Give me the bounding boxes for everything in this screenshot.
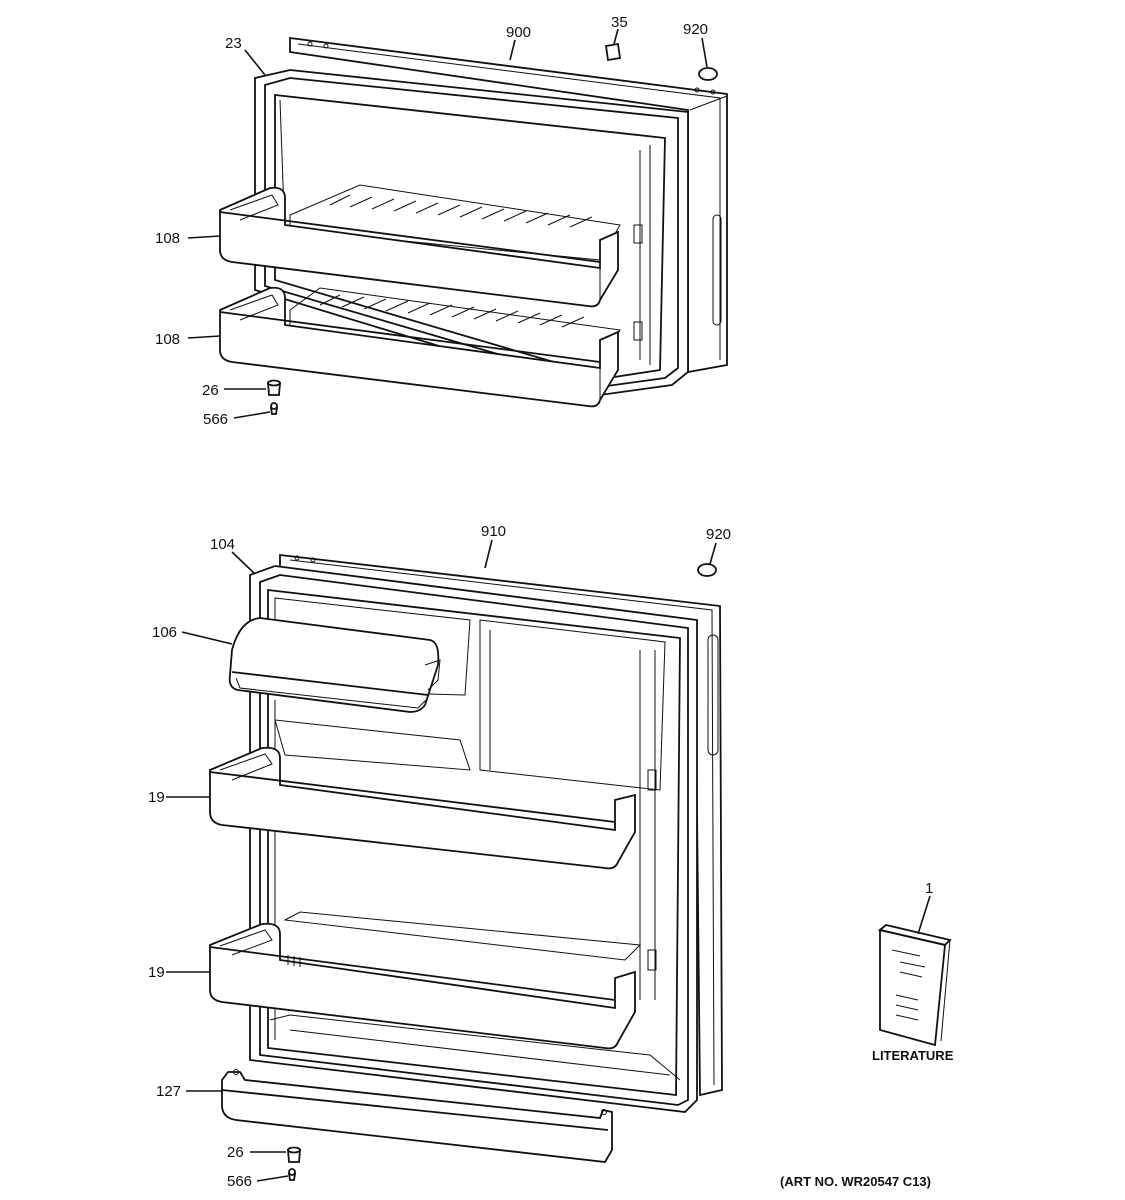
art-number: (ART NO. WR20547 C13): [780, 1174, 931, 1189]
callout-35: 35: [611, 14, 628, 31]
fresh-food-shelf-lower: [209, 922, 636, 1050]
callout-566-freezer: 566: [203, 411, 228, 428]
callout-104: 104: [210, 536, 235, 553]
callout-127: 127: [156, 1083, 181, 1100]
callout-900: 900: [506, 24, 531, 41]
literature-booklet: [878, 924, 952, 1047]
fresh-food-hinge-bushing: [287, 1146, 301, 1163]
freezer-door-assembly: [254, 36, 728, 396]
freezer-shelf-upper: [219, 186, 619, 308]
freezer-screw: [269, 402, 279, 415]
freezer-part-35: [604, 42, 622, 62]
leader-lines: [166, 28, 931, 1182]
callout-26-fresh: 26: [227, 1144, 244, 1161]
fresh-food-plug-button: [697, 563, 717, 577]
callout-106: 106: [152, 624, 177, 641]
callout-26-freezer: 26: [202, 382, 219, 399]
freezer-plug-button: [698, 67, 718, 81]
dairy-door: [228, 617, 441, 713]
callout-23: 23: [225, 35, 242, 52]
callout-19-lower: 19: [148, 964, 165, 981]
callout-108-upper: 108: [155, 230, 180, 247]
callout-1: 1: [925, 880, 933, 897]
fresh-food-shelf-upper: [209, 746, 636, 870]
freezer-hinge-bushing: [267, 379, 281, 396]
callout-108-lower: 108: [155, 331, 180, 348]
literature-label: LITERATURE: [872, 1048, 954, 1063]
callout-920-freezer: 920: [683, 21, 708, 38]
fresh-food-screw: [287, 1168, 297, 1181]
door-bottom-trim: [221, 1069, 613, 1163]
callout-920-fresh: 920: [706, 526, 731, 543]
freezer-shelf-lower: [219, 286, 619, 408]
callout-910: 910: [481, 523, 506, 540]
callout-19-upper: 19: [148, 789, 165, 806]
callout-566-fresh: 566: [227, 1173, 252, 1190]
